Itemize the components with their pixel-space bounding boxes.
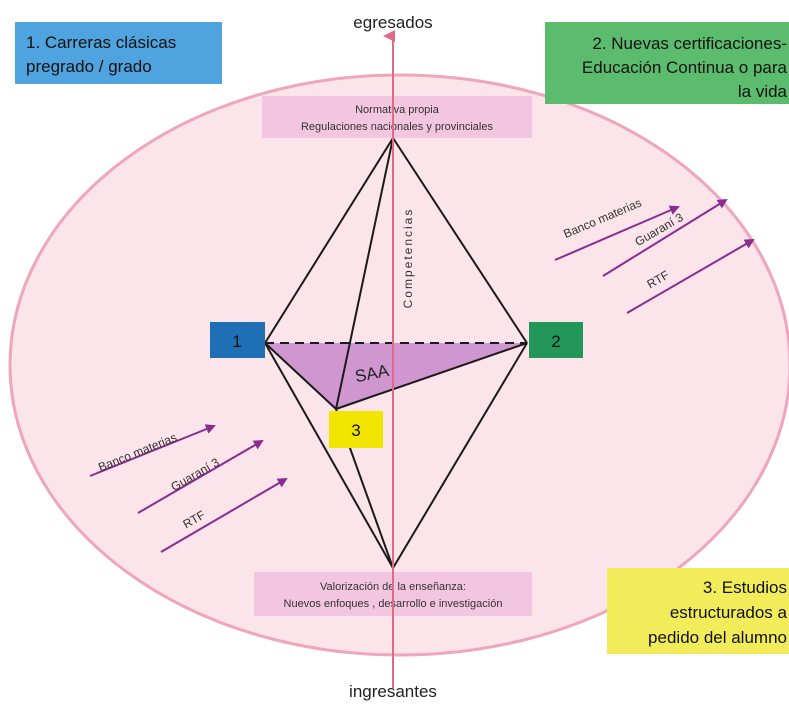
right-arrow-rtf bbox=[626, 238, 755, 314]
corner-box-3-line-3: pedido del alumno bbox=[648, 628, 787, 647]
corner-box-3-line-1: 3. Estudios bbox=[703, 578, 787, 597]
axis-center-label: Competencias bbox=[401, 208, 415, 309]
corner-box-3-line-2: estructurados a bbox=[670, 603, 788, 622]
marker-3-label: 3 bbox=[351, 421, 360, 440]
corner-box-2-line-1: 2. Nuevas certificaciones- bbox=[592, 34, 787, 53]
corner-box-2-line-2: Educación Continua o para bbox=[582, 58, 788, 77]
normativa-line-2: Regulaciones nacionales y provinciales bbox=[301, 121, 494, 133]
marker-1-label: 1 bbox=[232, 332, 241, 351]
corner-box-1-line-1: 1. Carreras clásicas bbox=[26, 33, 176, 52]
axis-top-label: egresados bbox=[353, 13, 432, 32]
marker-1: 1 bbox=[210, 322, 265, 358]
left-arrow-rtf bbox=[160, 477, 288, 553]
normativa-line-1: Normativa propia bbox=[355, 104, 440, 116]
right-arrow-guarani bbox=[602, 198, 728, 277]
left-arrow-guarani bbox=[137, 439, 264, 514]
corner-box-1: 1. Carreras clásicas pregrado / grado bbox=[15, 22, 222, 84]
corner-box-2: 2. Nuevas certificaciones- Educación Con… bbox=[545, 22, 789, 104]
saa-triangle bbox=[265, 343, 527, 409]
marker-3: 3 bbox=[329, 411, 383, 448]
corner-box-2-line-3: la vida bbox=[738, 82, 788, 101]
normativa-box: Normativa propia Regulaciones nacionales… bbox=[262, 96, 532, 138]
marker-2-label: 2 bbox=[551, 332, 560, 351]
right-arrow-banco bbox=[554, 205, 680, 261]
left-arrow-banco bbox=[89, 424, 216, 477]
marker-2: 2 bbox=[529, 322, 583, 358]
axis-bottom-label: ingresantes bbox=[349, 682, 437, 701]
corner-box-3: 3. Estudios estructurados a pedido del a… bbox=[607, 568, 789, 654]
bipyramid-outline bbox=[264, 137, 528, 569]
corner-box-1-line-2: pregrado / grado bbox=[26, 57, 152, 76]
